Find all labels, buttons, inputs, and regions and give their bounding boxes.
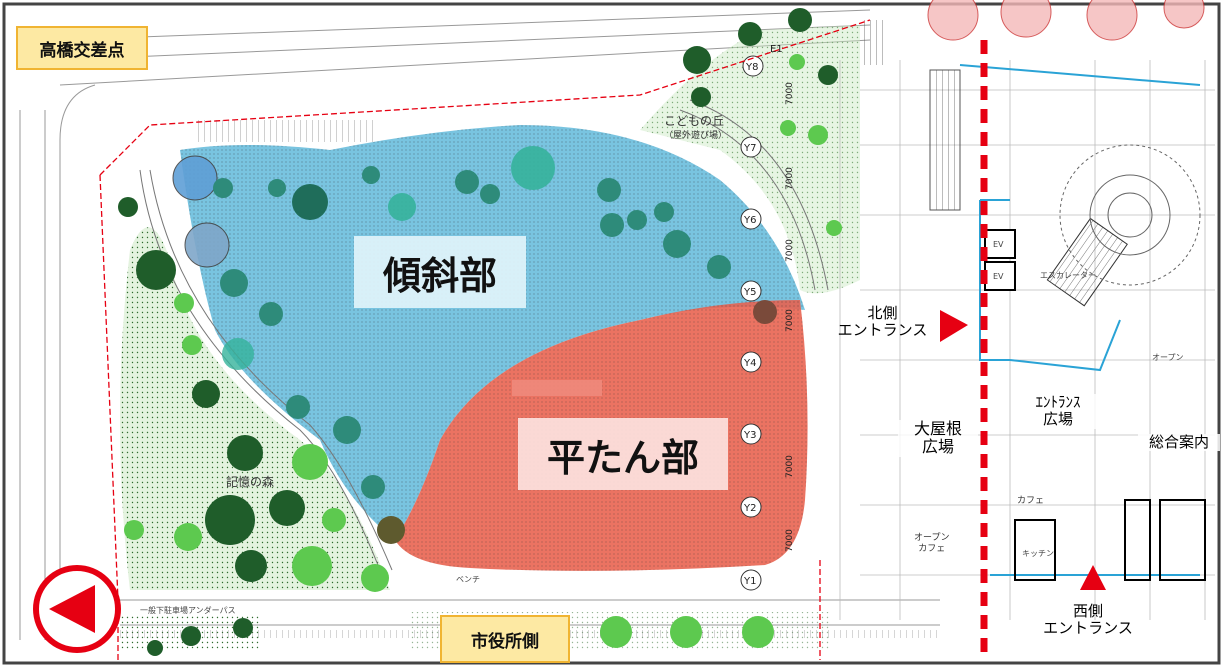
grid-label-y4: Y4 [743,358,756,369]
grid-label-y3: Y3 [743,430,756,441]
roof-plaza-line2: 広場 [921,437,954,457]
span-label-5: 7000 [785,455,795,478]
ev-label-2: EV [993,272,1004,281]
grid-markers [740,55,764,591]
info-desk-label: 総合案内 [1138,433,1220,452]
entrance-arrow-up-icon [1080,565,1106,590]
north-entrance-label: 北側 エントランス [825,304,940,340]
span-label-6: 7000 [785,529,795,552]
kids-hill-sub-label: （屋外遊び場） [664,131,728,141]
grid-label-y2: Y2 [743,503,756,514]
atrium-circles [1059,144,1201,286]
intersection-tag: 高橋交差点 [16,26,148,70]
entrance-plaza-line2: 広場 [1042,410,1073,429]
entrance-arrow-right-icon [940,310,968,342]
underpass-label: 一般下駐車場アンダーパス [140,606,236,615]
memory-forest-label: 記憶の森 [226,475,275,489]
city-hall-tag: 市役所側 [440,615,570,663]
ev-label-1: EV [993,240,1004,249]
span-label-3: 7000 [785,239,795,262]
span-label-1: 7000 [785,82,795,105]
flat-highlight-strip [512,380,602,396]
north-entrance-line2: エントランス [837,321,928,340]
trees [118,0,1205,656]
grid-label-y5: Y5 [743,287,756,298]
open-cafe-line2: カフェ [918,543,946,554]
grid-label-y8: Y8 [745,62,758,73]
west-entrance-label: 西側 エントランス [1028,602,1148,638]
west-entrance-line2: エントランス [1043,619,1133,638]
grid-label-y7: Y7 [743,143,756,154]
back-button[interactable] [33,565,121,653]
escalator-label: エスカレーター [1040,271,1096,280]
roof-plaza-line1: 大屋根 [913,419,962,438]
cafe-label: カフェ [1017,496,1045,506]
span-label-4: 7000 [785,309,795,332]
kitchen-label: キッチン [1022,549,1054,558]
grid-label-y6: Y6 [743,215,756,226]
entrance-plaza-line1: ｴﾝﾄﾗﾝｽ [1035,393,1081,411]
open-cafe-line1: オープン [914,533,950,543]
slope-label: 傾斜部 [354,236,526,308]
entrance-plaza-label: ｴﾝﾄﾗﾝｽ 広場 [1018,393,1098,429]
grid-label-y1: Y1 [743,576,756,587]
west-entrance-line1: 西側 [1072,602,1103,620]
flat-label: 平たん部 [518,418,728,490]
bench-label: ベンチ [456,575,480,584]
left-triangle-circle-icon [49,585,95,633]
roof-plaza-label: 大屋根 広場 [898,419,978,457]
kitchen-block [1014,499,1206,581]
open-cafe-label: オープン カフェ [914,533,949,555]
grid-label-e1: E1 [770,44,783,55]
elevators [984,229,1016,291]
open-top-label: オープン [1152,353,1184,362]
span-label-2: 7000 [785,167,795,190]
north-entrance-line1: 北側 [867,304,898,322]
kids-hill-label: こどもの丘 [664,114,725,128]
